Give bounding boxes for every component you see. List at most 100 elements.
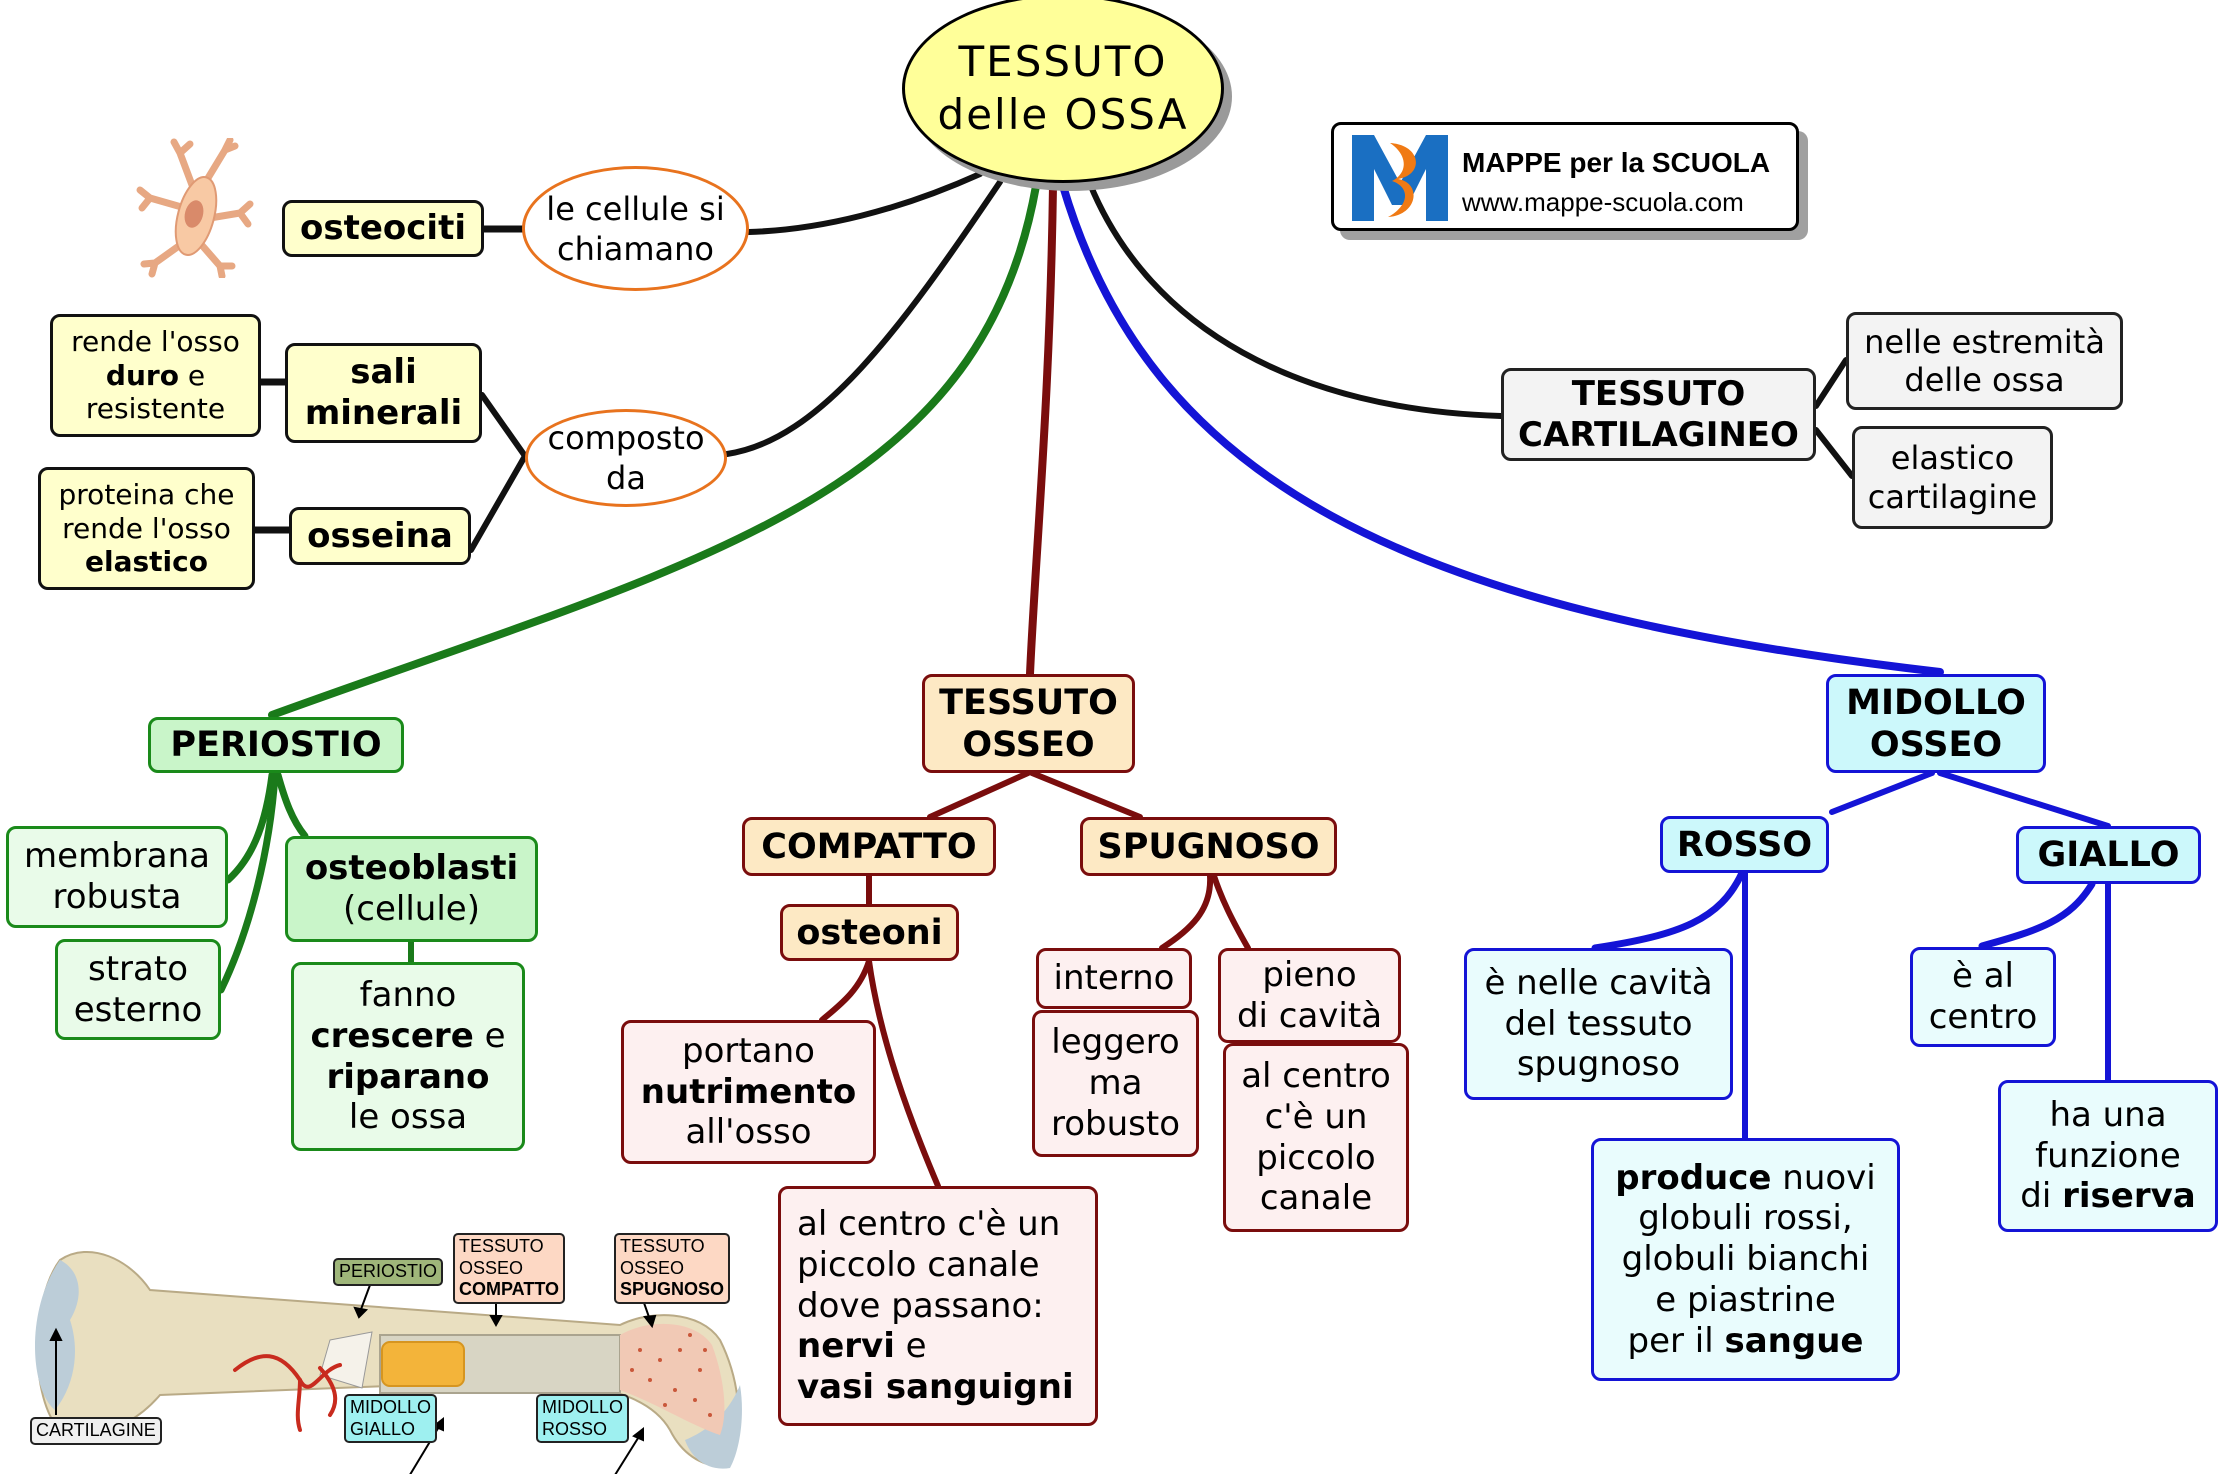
riserva-bold3: riserva [2062, 1176, 2196, 1217]
link-osteoni-canale [866, 958, 941, 1189]
produce-line5: per il sangue [1628, 1321, 1864, 1362]
link-midollo-giallo [1937, 770, 2111, 829]
centro-spugnoso-node[interactable]: al centro c'è un piccolo canale [1223, 1043, 1409, 1232]
sali-desc-rest: e [178, 358, 206, 392]
bone-spugnoso-line2: OSSEO [620, 1257, 685, 1278]
osseina-desc-line1: proteina che [58, 478, 235, 512]
cartilagineo-node[interactable]: TESSUTO CARTILAGINEO [1501, 368, 1816, 461]
osteoni-label: osteoni [796, 912, 943, 953]
produce-line1: produce nuovi [1615, 1158, 1876, 1199]
sali-minerali-node[interactable]: sali minerali [285, 343, 482, 443]
produce-bold1: produce [1615, 1157, 1772, 1198]
giallo-centro-node[interactable]: è al centro [1910, 947, 2056, 1047]
cellule-link-ellipse[interactable]: le cellule si chiamano [522, 166, 749, 291]
interno-node[interactable]: interno [1036, 948, 1192, 1009]
sali-desc-node[interactable]: rende l'osso duro e resistente [50, 314, 261, 437]
bone-label-cartilagine: CARTILAGINE [30, 1417, 162, 1445]
link-osteoni-portano [819, 958, 872, 1023]
leggero-line3: robusto [1050, 1103, 1180, 1144]
compatto-node[interactable]: COMPATTO [742, 817, 996, 876]
bone-rosso-line1: MIDOLLO [542, 1397, 624, 1417]
bone-giallo-line1: MIDOLLO [350, 1397, 432, 1417]
giallo-node[interactable]: GIALLO [2016, 826, 2201, 884]
riserva-line3: di riserva [2020, 1176, 2195, 1217]
bone-label-midollo-rosso: MIDOLLO ROSSO [536, 1394, 630, 1444]
bone-compatto-line1: TESSUTO [459, 1236, 544, 1256]
link-spugnoso-interno [1159, 873, 1214, 951]
riserva-pre3: di [2020, 1176, 2063, 1217]
produce-line3: globuli bianchi [1621, 1239, 1870, 1280]
osseo-line2: OSSEO [962, 724, 1095, 765]
rosso-node[interactable]: ROSSO [1660, 816, 1829, 873]
spugnoso-label: SPUGNOSO [1097, 826, 1320, 867]
osteoblasti-bold: osteoblasti [304, 848, 519, 889]
osteociti-label: osteociti [300, 208, 466, 249]
central-topic-line1: TESSUTO [958, 37, 1168, 86]
portano-bold: nutrimento [640, 1071, 857, 1112]
elastico-node[interactable]: elastico cartilagine [1852, 426, 2053, 529]
osteoni-node[interactable]: osteoni [780, 904, 959, 961]
riserva-node[interactable]: ha una funzione di riserva [1998, 1080, 2218, 1232]
osseina-desc-node[interactable]: proteina che rende l'osso elastico [38, 467, 255, 590]
portano-node[interactable]: portano nutrimento all'osso [621, 1020, 876, 1164]
mappe-logo-icon [1352, 135, 1448, 221]
logo-url[interactable]: www.mappe-scuola.com [1462, 187, 1744, 217]
periostio-node[interactable]: PERIOSTIO [148, 717, 404, 773]
osteoblasti-node[interactable]: osteoblasti (cellule) [285, 836, 538, 942]
canale-compatto-node[interactable]: al centro c'è un piccolo canale dove pas… [778, 1186, 1098, 1426]
strato-line2: esterno [73, 989, 203, 1030]
spugnoso-node[interactable]: SPUGNOSO [1080, 817, 1337, 876]
pieno-node[interactable]: pieno di cavità [1218, 948, 1401, 1043]
link-center-cartilagineo [1087, 181, 1504, 419]
riserva-line2: funzione [2035, 1135, 2181, 1176]
produce-node[interactable]: produce nuovi globuli rossi, globuli bia… [1591, 1138, 1900, 1381]
central-topic[interactable]: TESSUTO delle OSSA [902, 0, 1224, 183]
bone-label-midollo-giallo: MIDOLLO GIALLO [344, 1394, 438, 1444]
sali-desc-line1: rende l'osso [71, 325, 240, 359]
tessuto-osseo-node[interactable]: TESSUTO OSSEO [922, 674, 1135, 773]
membrana-node[interactable]: membrana robusta [6, 826, 228, 928]
cavita-line3: spugnoso [1516, 1044, 1681, 1085]
osseina-label: osseina [307, 515, 453, 556]
osseina-node[interactable]: osseina [289, 507, 471, 565]
link-periostio-osteoblasti [274, 771, 309, 840]
portano-line1: portano [682, 1030, 815, 1071]
membrana-line1: membrana [24, 836, 210, 877]
fanno-crescere-node[interactable]: fanno crescere e riparano le ossa [291, 962, 525, 1151]
link-rosso-cavita [1591, 869, 1746, 952]
composto-line2: da [606, 459, 646, 497]
bone-label-periostio: PERIOSTIO [333, 1258, 444, 1286]
bone-label-compatto: TESSUTO OSSEO COMPATTO [453, 1233, 565, 1304]
periostio-label: PERIOSTIO [170, 725, 382, 765]
canale-bold1: nervi [797, 1326, 895, 1367]
link-osseo-compatto [927, 770, 1031, 820]
composto-link-ellipse[interactable]: composto da [525, 409, 727, 507]
link-periostio-strato [217, 771, 279, 994]
link-cart-elastico [1813, 427, 1855, 479]
cartilagineo-line2: CARTILAGINEO [1518, 414, 1799, 455]
fanno-bold1: crescere [310, 1015, 474, 1056]
link-giallo-centro [1978, 880, 2096, 950]
link-spugnoso-pieno [1211, 873, 1251, 951]
link-center-periostio [268, 182, 1040, 719]
bone-compatto-line2: OSSEO [459, 1257, 524, 1278]
cavita-line2: del tessuto [1504, 1003, 1693, 1044]
canale-line3: dove passano: [797, 1285, 1044, 1326]
pieno-line2: di cavità [1236, 995, 1383, 1036]
leggero-node[interactable]: leggero ma robusto [1032, 1010, 1199, 1157]
estremita-node[interactable]: nelle estremità delle ossa [1846, 312, 2123, 410]
link-composto-sali [479, 392, 528, 459]
osteoblasti-line2: (cellule) [343, 889, 480, 929]
fanno-bold2: riparano [326, 1056, 490, 1097]
produce-line2: globuli rossi, [1638, 1198, 1853, 1239]
midollo-osseo-node[interactable]: MIDOLLO OSSEO [1826, 674, 2046, 773]
strato-node[interactable]: strato esterno [55, 939, 221, 1040]
osteociti-node[interactable]: osteociti [282, 200, 484, 257]
sali-desc-line3: resistente [85, 392, 226, 426]
cavita-node[interactable]: è nelle cavità del tessuto spugnoso [1464, 948, 1733, 1100]
canale-rest1: e [894, 1326, 927, 1367]
osseina-desc-bold: elastico [85, 545, 208, 579]
link-center-midollo [1059, 182, 1944, 676]
centro-line4: canale [1259, 1178, 1373, 1219]
